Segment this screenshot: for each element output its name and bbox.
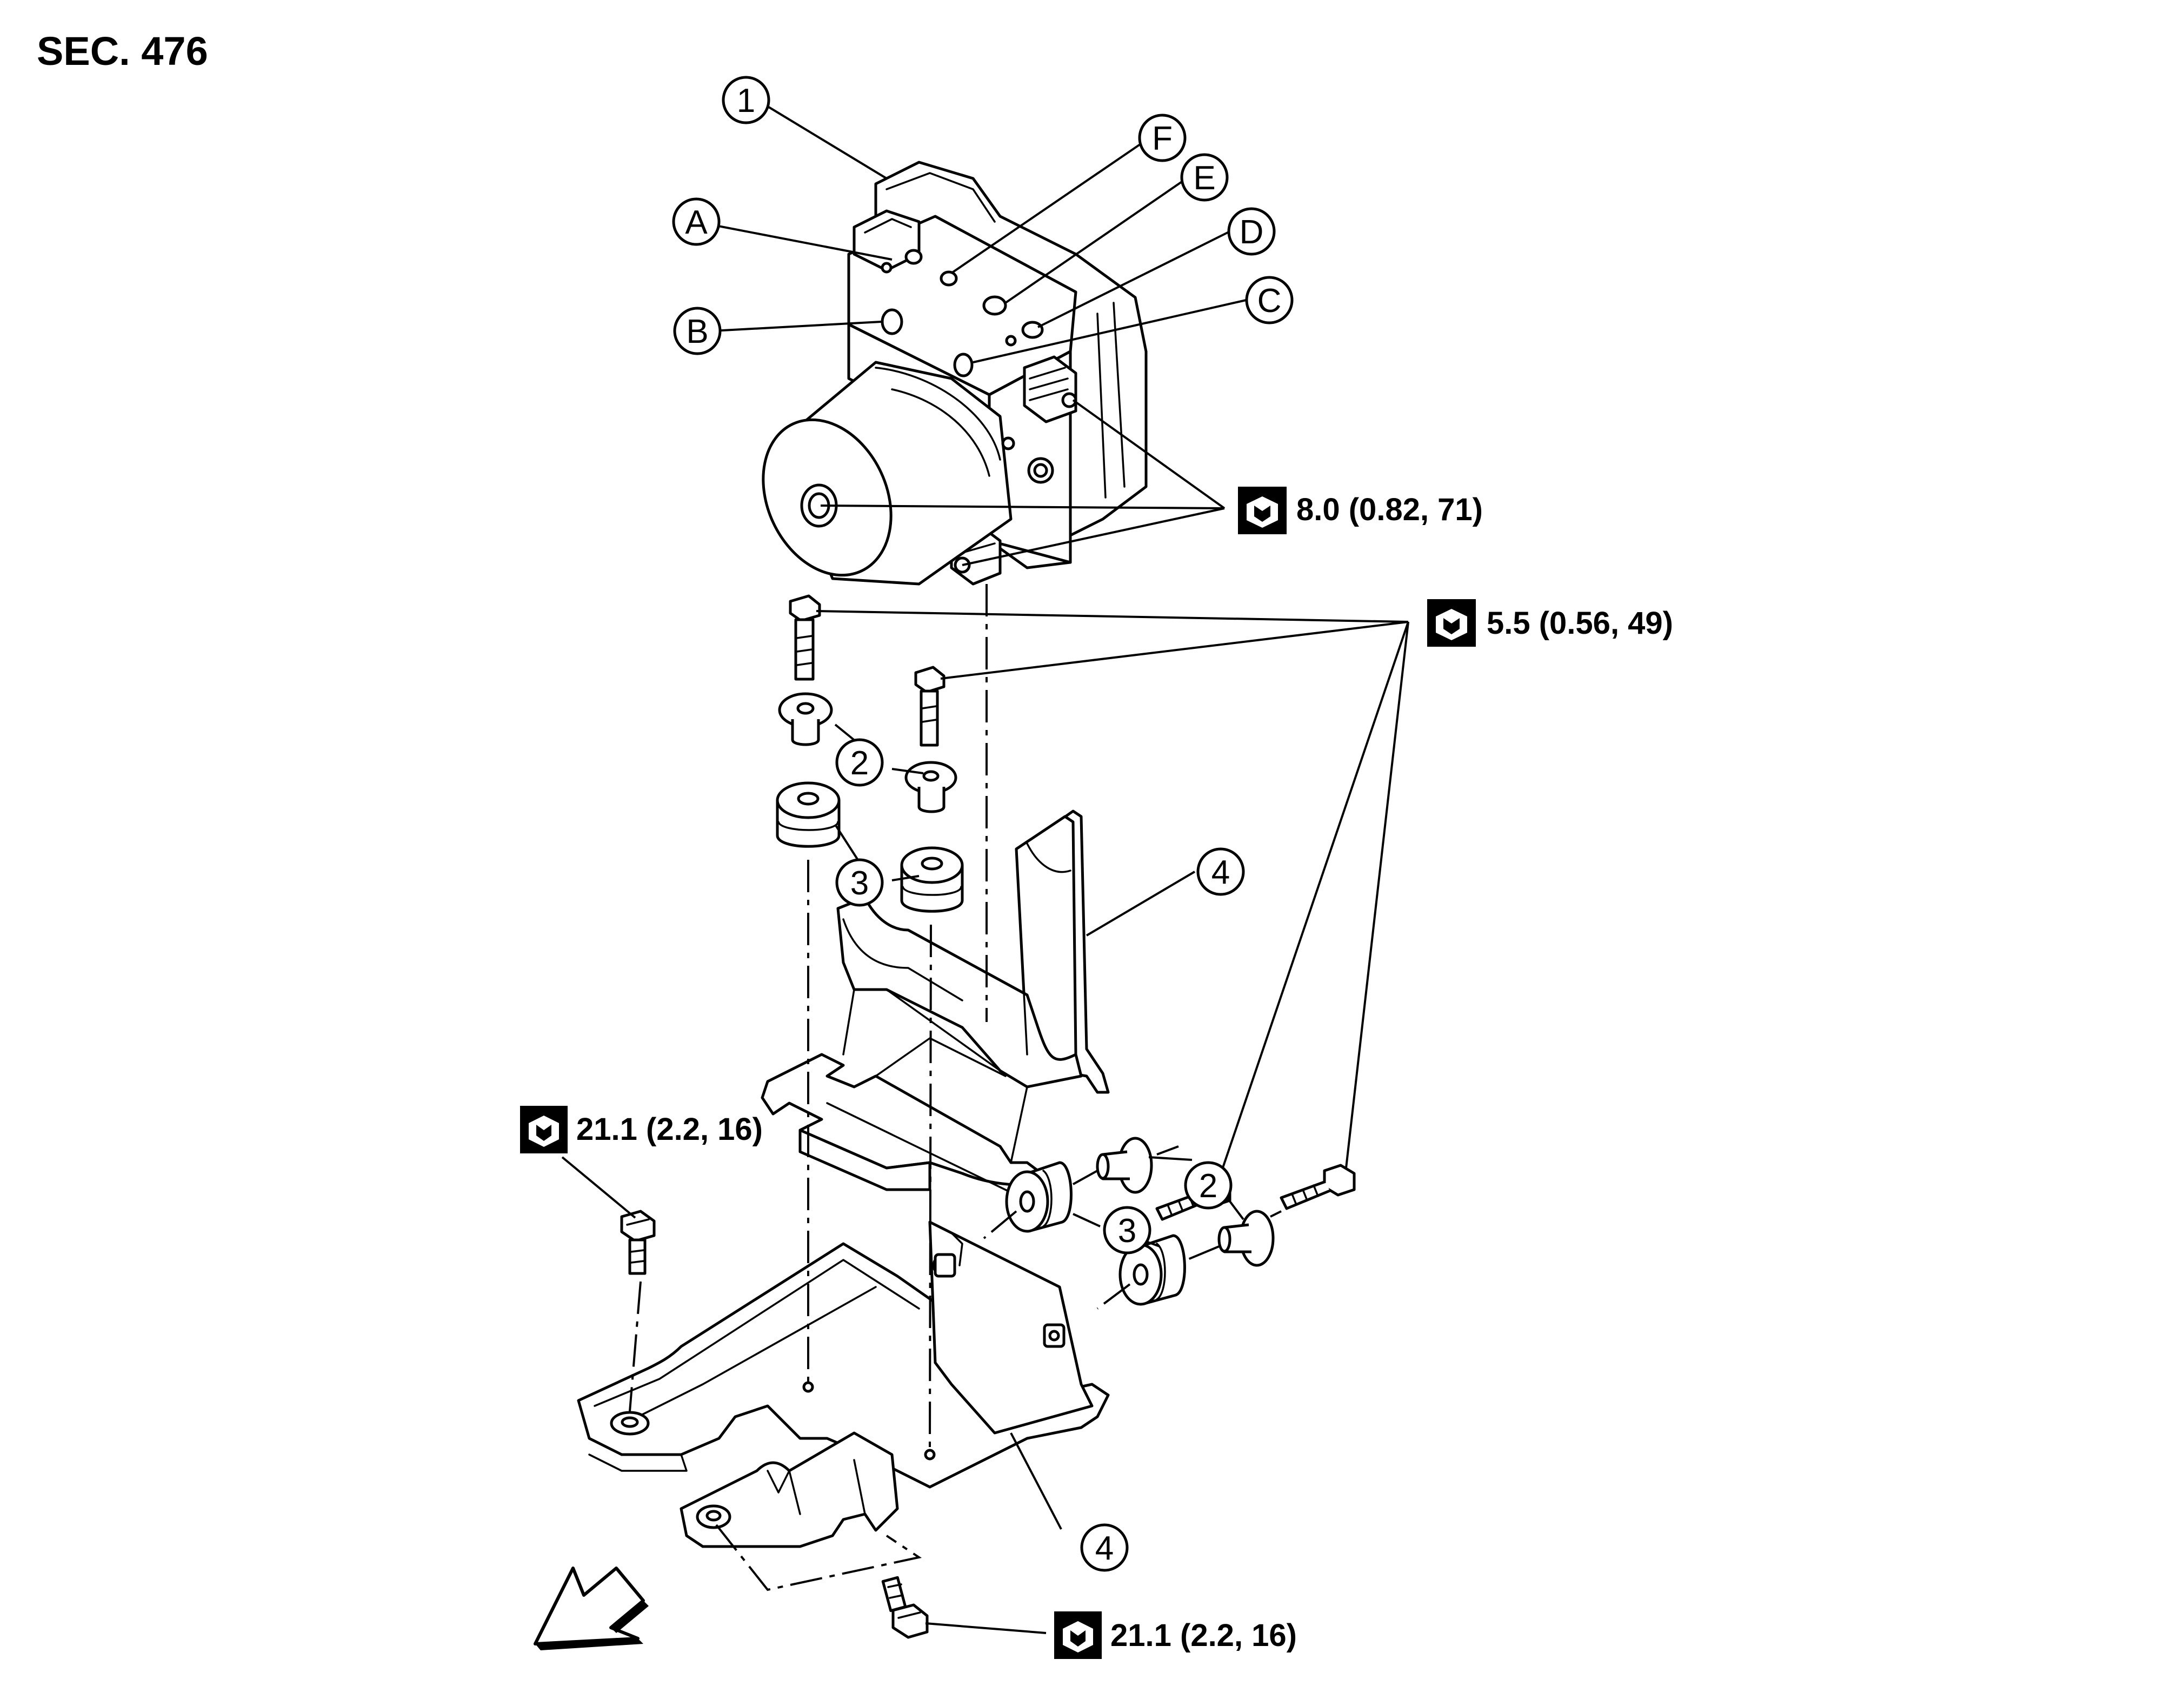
vertical-bolt-left bbox=[789, 594, 821, 681]
callout-e-label: E bbox=[1193, 160, 1215, 197]
abs-actuator-unit bbox=[762, 161, 1148, 586]
torque-spec-bracket-bolts: 5.5 (0.56, 49) bbox=[1427, 599, 1673, 647]
callout-3-lower-label: 3 bbox=[1118, 1212, 1136, 1250]
torque-actuator-value: 8.0 (0.82, 71) bbox=[1296, 492, 1483, 527]
callout-d-label: D bbox=[1240, 214, 1264, 251]
callout-d: D bbox=[1227, 207, 1276, 256]
callout-4-upper-label: 4 bbox=[1211, 854, 1230, 891]
callout-b: B bbox=[673, 307, 722, 355]
washer-upper-left bbox=[778, 692, 833, 746]
callout-4-lower: 4 bbox=[1080, 1523, 1129, 1572]
washer-lower-lower bbox=[1217, 1210, 1275, 1267]
front-direction-arrow-icon bbox=[534, 1567, 649, 1650]
callout-1-label: 1 bbox=[737, 82, 755, 120]
callout-2-upper: 2 bbox=[835, 738, 884, 787]
callout-4-upper: 4 bbox=[1196, 847, 1245, 896]
torque-spec-mount-left: 21.1 (2.2, 16) bbox=[520, 1106, 763, 1153]
mount-bolt-bottom bbox=[881, 1576, 929, 1639]
callout-3-upper: 3 bbox=[835, 858, 884, 907]
section-title: SEC. 476 bbox=[37, 29, 208, 74]
mount-bolt-left bbox=[620, 1210, 656, 1275]
callout-4-lower-label: 4 bbox=[1095, 1530, 1114, 1567]
horizontal-bolt-lower bbox=[1280, 1164, 1356, 1210]
callout-c: C bbox=[1245, 276, 1294, 324]
callout-a-label: A bbox=[685, 204, 708, 241]
callout-c-label: C bbox=[1257, 282, 1282, 320]
callout-e: E bbox=[1180, 153, 1229, 202]
bushing-lower-upper bbox=[1005, 1161, 1073, 1233]
tightening-torque-icon bbox=[1238, 487, 1287, 534]
assembly-center-lines bbox=[629, 584, 1282, 1591]
callout-3-upper-label: 3 bbox=[850, 865, 869, 902]
bushing-upper-right bbox=[900, 846, 964, 913]
tightening-torque-icon bbox=[1427, 599, 1476, 647]
callout-2-lower: 2 bbox=[1184, 1161, 1233, 1210]
leader-lines bbox=[561, 106, 1409, 1634]
torque-spec-mount-bottom: 21.1 (2.2, 16) bbox=[1054, 1611, 1297, 1659]
callout-2-lower-label: 2 bbox=[1199, 1167, 1217, 1205]
washer-lower-upper bbox=[1096, 1137, 1153, 1194]
bushing-lower-lower bbox=[1118, 1234, 1186, 1306]
lower-bracket bbox=[577, 1220, 1110, 1548]
bushing-upper-left bbox=[776, 781, 841, 848]
tightening-torque-icon bbox=[520, 1106, 568, 1153]
callout-a: A bbox=[672, 197, 721, 246]
torque-spec-actuator: 8.0 (0.82, 71) bbox=[1238, 487, 1483, 534]
upper-bracket bbox=[761, 809, 1110, 1196]
torque-bracket-value: 5.5 (0.56, 49) bbox=[1487, 606, 1673, 641]
callout-b-label: B bbox=[686, 313, 708, 350]
torque-mount-bottom-value: 21.1 (2.2, 16) bbox=[1110, 1618, 1297, 1653]
callout-1: 1 bbox=[722, 76, 770, 124]
washer-upper-right bbox=[904, 761, 957, 813]
tightening-torque-icon bbox=[1054, 1611, 1102, 1659]
torque-mount-left-value: 21.1 (2.2, 16) bbox=[576, 1112, 763, 1147]
callout-3-lower: 3 bbox=[1103, 1206, 1151, 1255]
vertical-bolt-right bbox=[914, 666, 945, 747]
callout-f-label: F bbox=[1152, 120, 1173, 157]
callout-2-upper-label: 2 bbox=[850, 745, 869, 782]
callout-f: F bbox=[1138, 114, 1187, 162]
